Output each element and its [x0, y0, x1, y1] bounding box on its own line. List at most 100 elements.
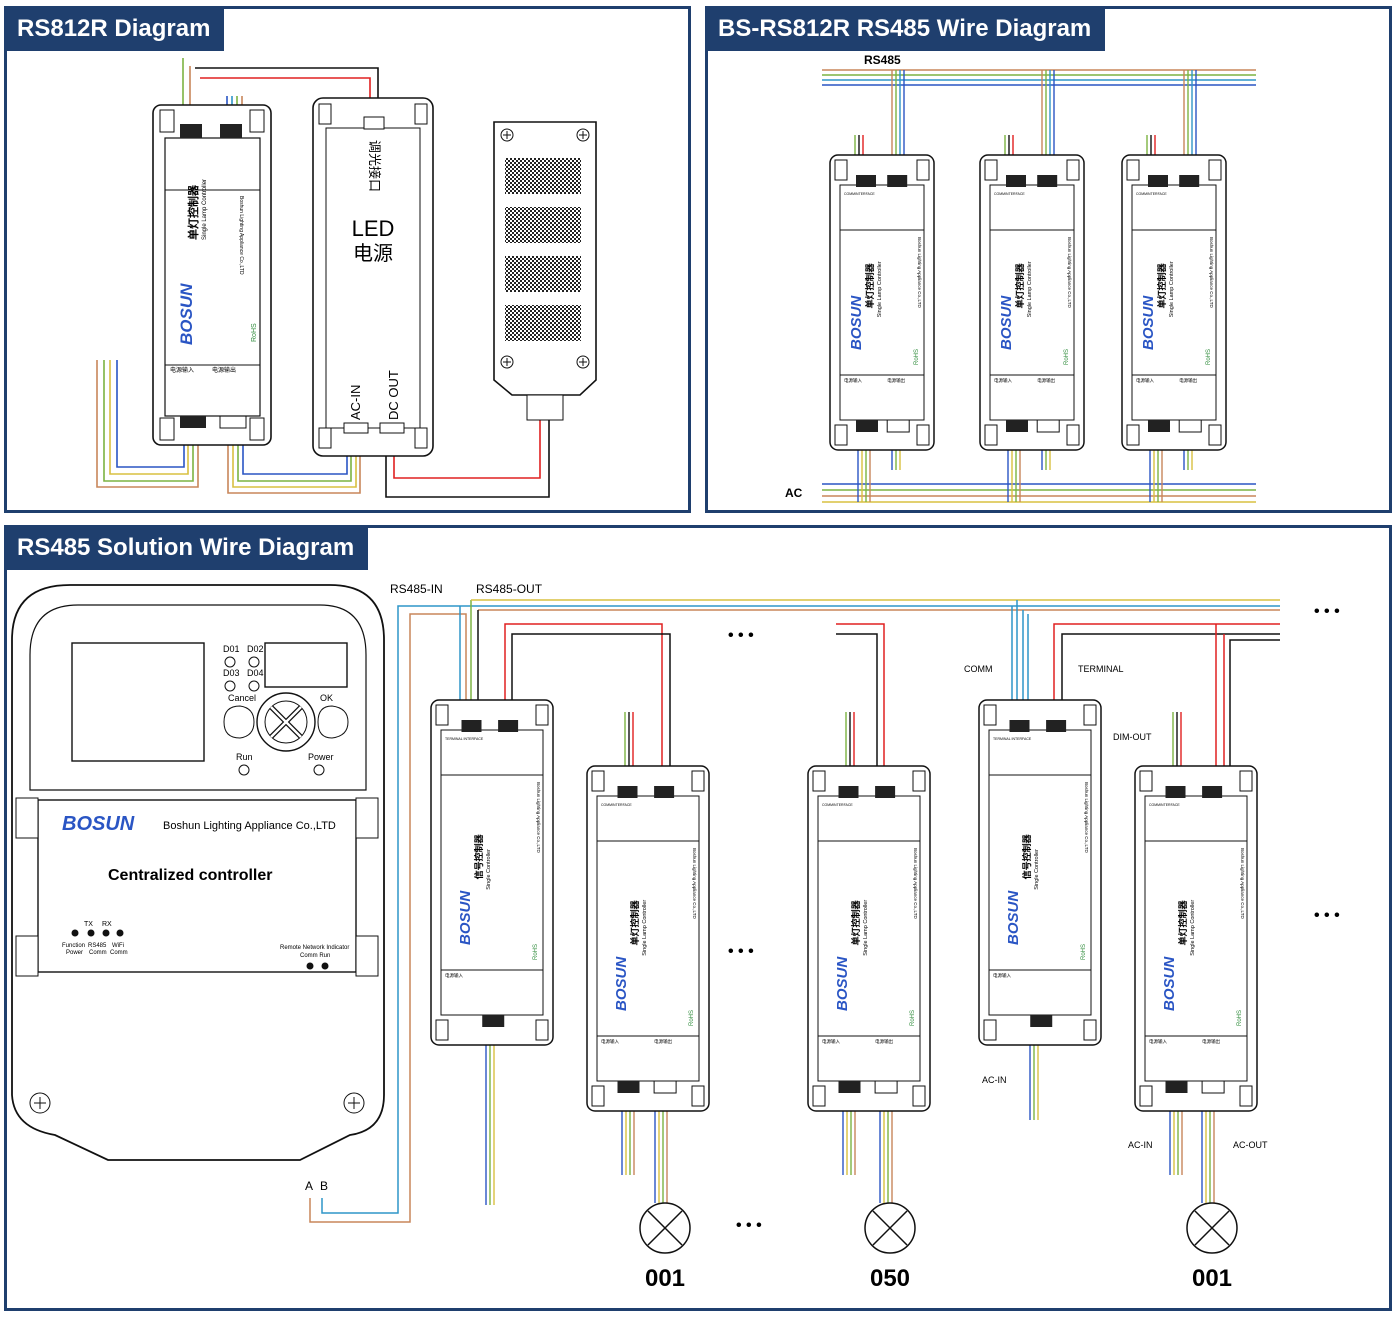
device-brand: BOSUN	[1140, 295, 1157, 350]
ac-input-label: 电源输入	[601, 1038, 619, 1045]
wifi-comm-indicator-label: Comm	[110, 950, 128, 956]
controller-brand: BOSUN	[62, 813, 135, 835]
rohs-mark: RoHS	[1081, 944, 1087, 960]
device-cn-name: 单灯控制器	[629, 899, 640, 945]
terminal-a-label: A	[305, 1179, 313, 1193]
d03-label: D03	[223, 668, 240, 678]
comm-interface-label: COMMINTERFACE	[994, 192, 1025, 196]
device-brand: BOSUN	[998, 295, 1015, 350]
controller-company: Boshun Lighting Appliance Co.,LTD	[163, 820, 336, 832]
device-en-name: Single Lamp Controller	[642, 900, 648, 956]
rohs-mark: RoHS	[1206, 349, 1212, 365]
lamp-icon	[864, 1202, 916, 1254]
ac-in-label-solution: AC-IN	[982, 1075, 1007, 1085]
ac-label: AC	[785, 486, 803, 500]
d02-label: D02	[247, 644, 264, 654]
device-brand: BOSUN	[613, 956, 630, 1011]
rohs-mark: RoHS	[689, 1010, 695, 1026]
lamp-number: 001	[645, 1265, 685, 1292]
ac-in-label-lamp: AC-IN	[1128, 1140, 1153, 1150]
device-en-name: Single Controller	[486, 849, 492, 890]
device-en-name: Single Lamp Controller	[863, 900, 869, 956]
dim-out-label: DIM-OUT	[1113, 732, 1152, 742]
ellipsis-right-middle: • • •	[1314, 907, 1340, 924]
ellipsis-bottom: • • •	[736, 1217, 762, 1234]
device-en-name: Single Lamp Controller	[1169, 261, 1175, 317]
comm-interface-label: TERMINAL INTERFACE	[445, 737, 484, 741]
device-en-name: Single Lamp Controller	[877, 261, 883, 317]
panel-title: BS-RS812R RS485 Wire Diagram	[708, 9, 1106, 51]
ac-output-label: 电源输出	[887, 377, 905, 384]
d01-label: D01	[223, 644, 240, 654]
device-company: Boshun Lighting Appliance Co.,LTD	[536, 782, 541, 853]
ac-output-label: 电源输出	[1179, 377, 1197, 384]
run-label: Run	[236, 752, 253, 762]
comm-interface-label: COMMINTERFACE	[601, 803, 632, 807]
comm-interface-label: COMMINTERFACE	[844, 192, 875, 196]
led-power-cn-label: 电源	[353, 242, 393, 265]
led-power-supply: LED 电源 调光接口 AC-IN DC OUT	[312, 97, 434, 457]
power-indicator-label: Power	[66, 950, 83, 956]
ac-output-label: 电源输出	[654, 1038, 672, 1045]
device-company: Boshun Lighting Appliance Co.,LTD	[1209, 237, 1214, 308]
rohs-mark: RoHS	[533, 944, 539, 960]
device-company: Boshun Lighting Appliance Co.,LTD	[1067, 237, 1072, 308]
device-brand: BOSUN	[834, 956, 851, 1011]
rs485-indicator-label: RS485	[88, 943, 107, 949]
ac-output-label: 电源输出	[212, 366, 236, 374]
ac-in-label: AC-IN	[348, 385, 363, 420]
lamp-icon	[639, 1202, 691, 1254]
ac-input-label: 电源输入	[844, 377, 862, 384]
led-lamp-panel	[493, 121, 597, 421]
device-brand: BOSUN	[177, 283, 196, 345]
comm-indicator-label: Comm	[89, 950, 107, 956]
dim-port-label: 调光接口	[367, 140, 382, 192]
ac-output-label: 电源输出	[1037, 377, 1055, 384]
rx-label: RX	[102, 921, 112, 928]
device-en-name: Single Lamp Controller	[202, 179, 208, 240]
device-company: Boshun Lighting Appliance Co.,LTD	[238, 196, 244, 275]
rs485-label: RS485	[864, 53, 901, 67]
remote-indicator-label: Remote Network Indicator	[280, 945, 349, 951]
device-company: Boshun Lighting Appliance Co.,LTD	[1084, 782, 1089, 853]
ok-label: OK	[320, 693, 333, 703]
lamp-numbers: 001 050 001	[645, 1265, 1232, 1292]
comm-interface-label: COMMINTERFACE	[1136, 192, 1167, 196]
cancel-label: Cancel	[228, 693, 256, 703]
terminal-label: TERMINAL	[1078, 664, 1124, 674]
tx-label: TX	[84, 921, 93, 928]
panel-title: RS812R Diagram	[7, 9, 225, 51]
rs485-bus-wires	[822, 69, 1256, 503]
ac-input-label: 电源输入	[1136, 377, 1154, 384]
device-cn-name: 信号控制器	[473, 833, 484, 879]
device-company: Boshun Lighting Appliance Co.,LTD	[1240, 848, 1245, 919]
device-cn-name: 单灯控制器	[1156, 262, 1167, 308]
lamp-number: 001	[1192, 1265, 1232, 1292]
rs485-out-label: RS485-OUT	[476, 582, 543, 596]
device-cn-name: 单灯控制器	[850, 899, 861, 945]
comm-label: COMM	[964, 664, 993, 674]
ac-input-label: 电源输入	[170, 366, 194, 374]
ac-output-label: 电源输出	[1202, 1038, 1220, 1045]
rs812r-controller: Boshun Lighting Appliance Co.,LTD 单灯控制器 …	[152, 104, 272, 446]
rs485-in-label: RS485-IN	[390, 582, 443, 596]
device-cn-name: 单灯控制器	[864, 262, 875, 308]
panel-title: RS485 Solution Wire Diagram	[7, 528, 369, 570]
lamp-number: 050	[870, 1265, 910, 1292]
device-cn-name: 信号控制器	[1021, 833, 1032, 879]
function-label: Function	[62, 943, 85, 949]
device-brand: BOSUN	[1005, 890, 1022, 945]
device-brand: BOSUN	[848, 295, 865, 350]
ac-output-label: 电源输出	[875, 1038, 893, 1045]
rohs-mark: RoHS	[910, 1010, 916, 1026]
rohs-mark: RoHS	[1064, 349, 1070, 365]
